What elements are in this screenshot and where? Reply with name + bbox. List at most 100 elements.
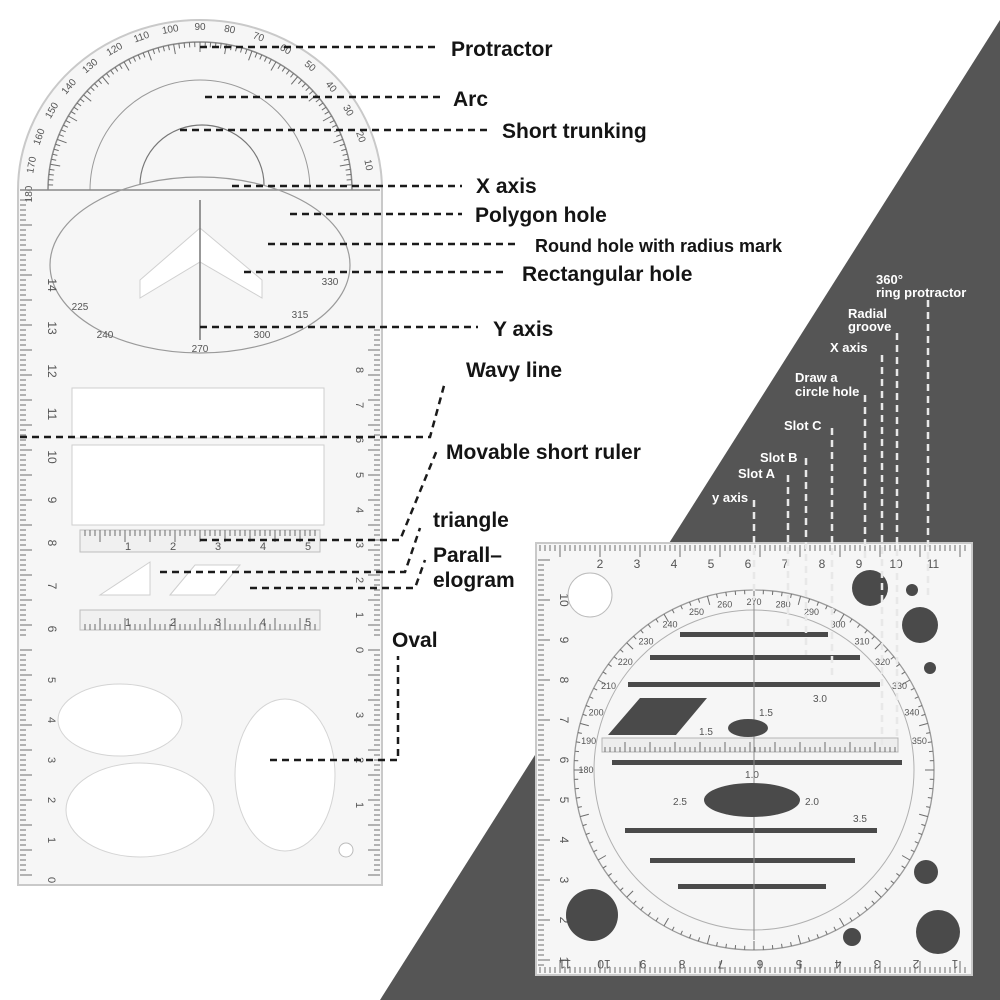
ring-number: 190 bbox=[581, 736, 596, 746]
left-scale-number: 5 bbox=[557, 797, 571, 804]
top-scale-number: 8 bbox=[819, 557, 826, 571]
ring-tick bbox=[890, 880, 895, 884]
ring-tick bbox=[577, 806, 582, 808]
protractor-tick bbox=[70, 111, 76, 115]
ring-tick bbox=[597, 679, 607, 685]
label-protractor: Protractor bbox=[451, 38, 553, 61]
small-oval-cutout bbox=[728, 719, 768, 737]
protractor-tick bbox=[83, 94, 92, 102]
protractor-tick bbox=[183, 42, 186, 48]
oval-scale-number: 3 bbox=[353, 712, 365, 718]
ring-tick bbox=[580, 722, 589, 727]
side-scale-number: 9 bbox=[45, 497, 59, 504]
oval-scale-number: 5 bbox=[45, 677, 57, 683]
side-scale-number: 3 bbox=[353, 542, 365, 548]
protractor-tick bbox=[48, 174, 54, 176]
ring-number: 340 bbox=[904, 708, 919, 718]
ring-tick bbox=[671, 609, 675, 614]
side-scale-number: 10 bbox=[45, 450, 59, 464]
ring-number: 240 bbox=[662, 620, 677, 630]
ring-tick bbox=[608, 663, 612, 667]
ring-tick bbox=[871, 900, 875, 905]
protractor-tick bbox=[240, 47, 243, 53]
ring-tick bbox=[790, 593, 792, 598]
side-scale-number: 6 bbox=[353, 437, 365, 443]
protractor-number: 160 bbox=[32, 127, 48, 147]
ring-tick bbox=[919, 813, 928, 818]
protractor-tick bbox=[55, 143, 61, 147]
protractor-tick bbox=[331, 124, 337, 128]
protractor-tick bbox=[339, 163, 350, 167]
bottom-scale-number: 11 bbox=[558, 957, 571, 971]
protractor-tick bbox=[285, 69, 290, 75]
top-scale-number: 2 bbox=[597, 557, 604, 571]
protractor-tick bbox=[123, 61, 130, 71]
ring-tick bbox=[689, 934, 692, 939]
protractor-tick bbox=[76, 102, 82, 107]
ring-tick bbox=[927, 797, 932, 799]
bottom-scale-number: 7 bbox=[717, 957, 724, 971]
protractor-tick bbox=[50, 163, 61, 167]
lower-bar-number: 2 bbox=[170, 617, 176, 629]
oval-large bbox=[65, 762, 215, 858]
protractor-tick bbox=[119, 64, 123, 69]
ring-tick bbox=[647, 624, 651, 628]
ring-number: 280 bbox=[776, 600, 791, 610]
protractor-number: 10 bbox=[361, 159, 374, 172]
protractor-tick bbox=[230, 45, 233, 51]
ring-number: 330 bbox=[322, 277, 339, 288]
protractor-tick bbox=[254, 52, 258, 58]
ring-tick bbox=[901, 865, 906, 869]
ring-tick bbox=[807, 937, 811, 942]
protractor-number: 70 bbox=[251, 30, 266, 44]
ring-tick bbox=[655, 618, 659, 623]
ring-tick bbox=[619, 649, 624, 653]
side-scale-number: 7 bbox=[45, 583, 59, 590]
left-scale-number: 1 bbox=[557, 957, 571, 964]
bottom-scale-number: 8 bbox=[678, 957, 685, 971]
lower-bar-number: 1 bbox=[125, 617, 131, 629]
protractor-tick bbox=[152, 49, 156, 55]
ring-tick bbox=[874, 642, 882, 650]
ring-number: 270 bbox=[192, 344, 209, 355]
short-ruler-number: 5 bbox=[305, 541, 311, 553]
protractor-tick bbox=[301, 83, 306, 88]
protractor-tick bbox=[86, 90, 92, 95]
protractor-tick bbox=[101, 76, 110, 85]
ring-tick bbox=[671, 926, 675, 931]
ring-number: 260 bbox=[717, 600, 732, 610]
left-scale-number: 6 bbox=[557, 757, 571, 764]
bottom-scale-number: 3 bbox=[873, 957, 880, 971]
ring-tick bbox=[884, 649, 889, 653]
ring-tick bbox=[680, 930, 683, 935]
ring-tick bbox=[926, 806, 931, 808]
ring-tick bbox=[781, 943, 783, 948]
protractor-tick bbox=[94, 83, 99, 88]
ring-tick bbox=[919, 722, 928, 727]
protractor-tick bbox=[308, 90, 314, 95]
ring-tick bbox=[918, 832, 923, 835]
protractor-tick bbox=[318, 102, 324, 107]
protractor-tick bbox=[114, 67, 119, 72]
protractor-tick bbox=[73, 106, 79, 111]
circle-hole-right-mid bbox=[914, 860, 938, 884]
ring-tick bbox=[706, 935, 711, 944]
ring-tick bbox=[585, 705, 590, 708]
ring-tick bbox=[608, 873, 612, 877]
top-scale-number: 9 bbox=[856, 557, 863, 571]
ring-tick bbox=[857, 624, 861, 628]
ring-tick bbox=[825, 930, 828, 935]
ring-tick bbox=[633, 635, 637, 640]
label-ring-protractor-line1: 360° bbox=[876, 272, 903, 287]
bottom-scale-number: 10 bbox=[597, 957, 611, 971]
ring-tick bbox=[839, 613, 845, 623]
protractor-number: 90 bbox=[194, 22, 206, 33]
top-scale-number: 7 bbox=[782, 557, 789, 571]
ring-tick bbox=[689, 601, 692, 606]
protractor-tick bbox=[147, 50, 152, 61]
